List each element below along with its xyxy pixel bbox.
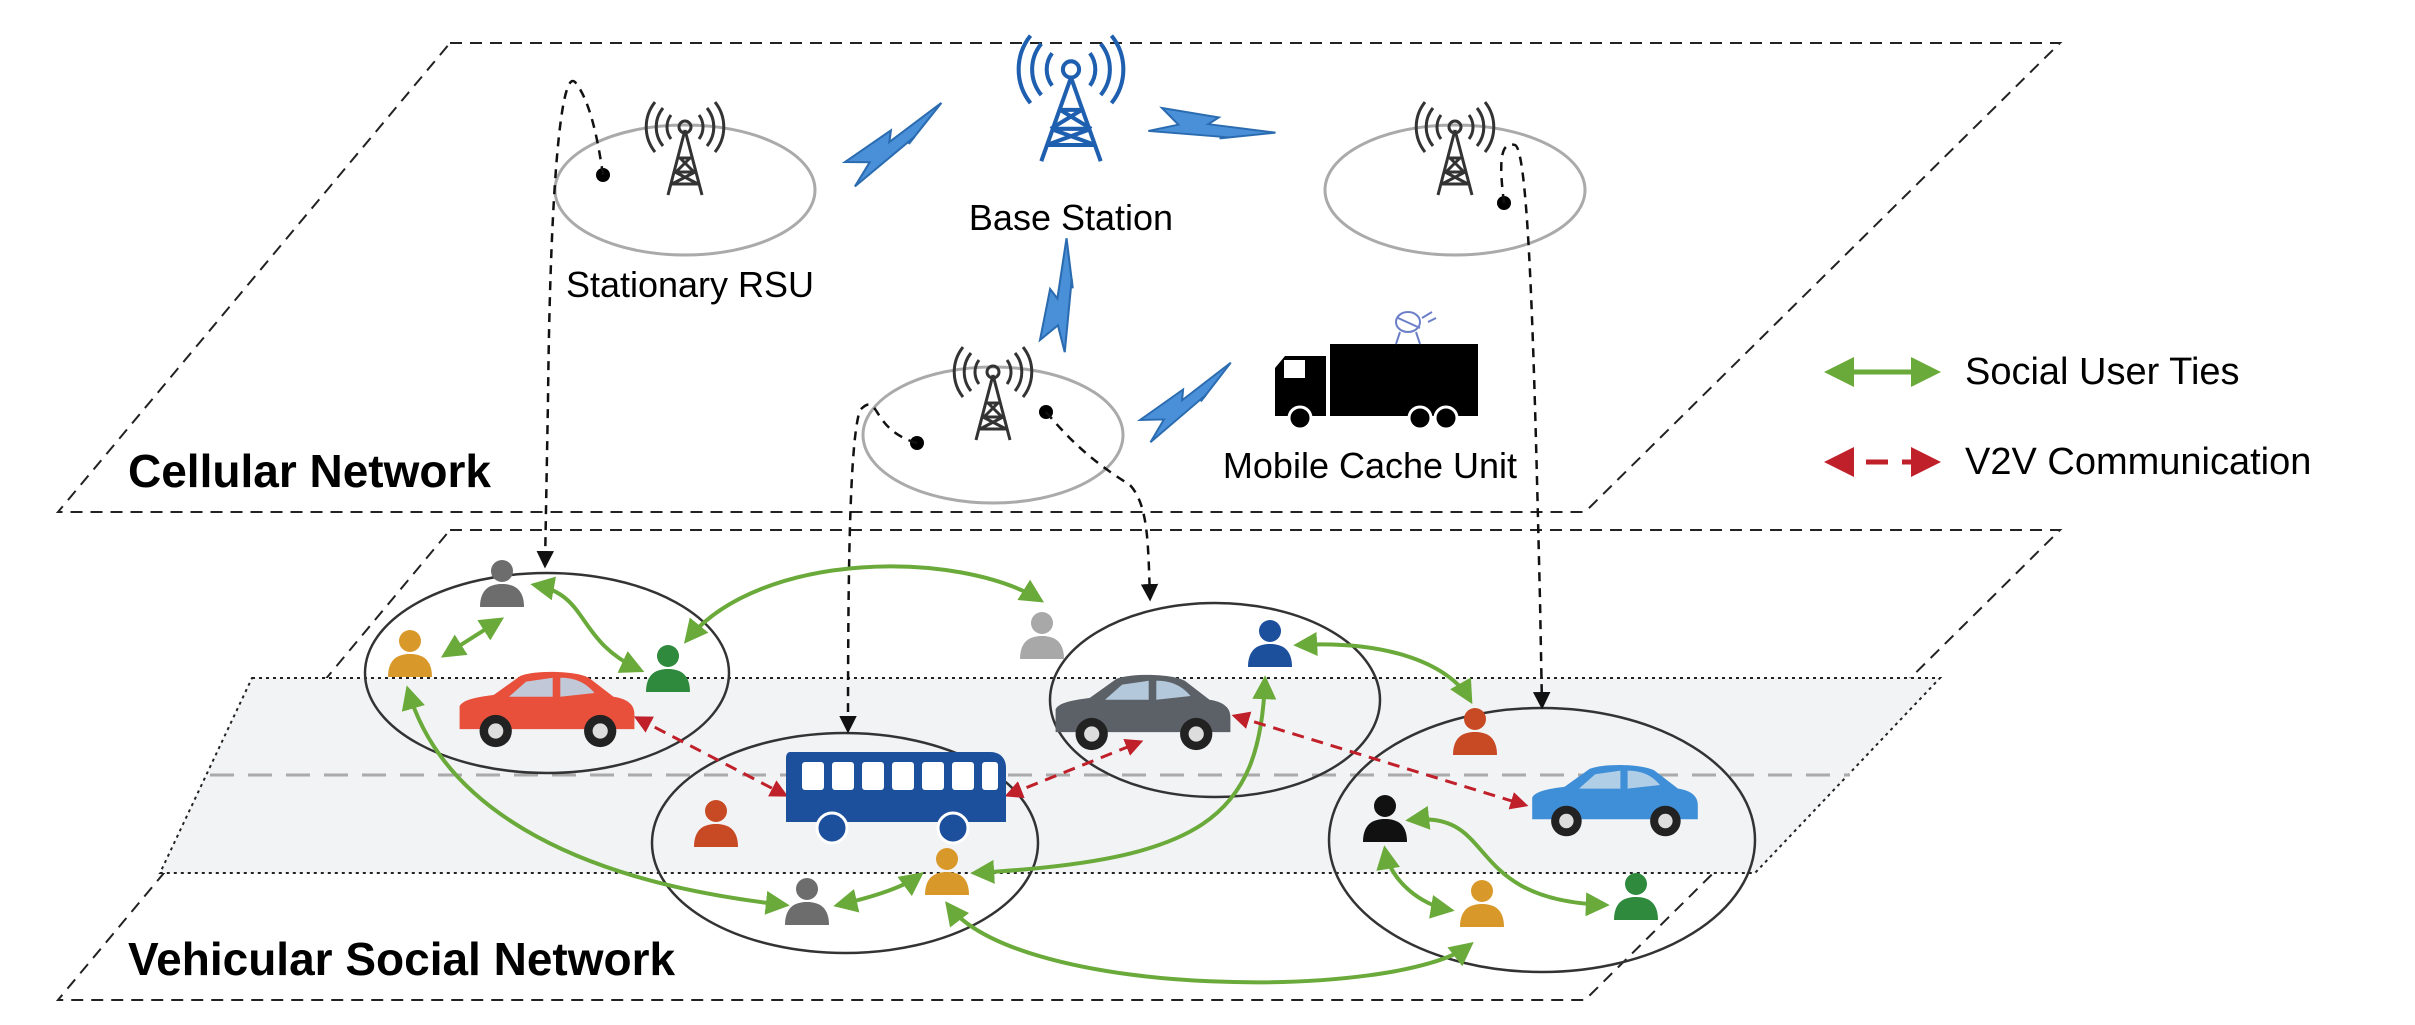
bus-icon bbox=[786, 752, 1006, 845]
stationary-rsu-label: Stationary RSU bbox=[566, 264, 814, 305]
social-ties bbox=[401, 564, 1610, 985]
truck-icon bbox=[1275, 311, 1478, 431]
user-icon bbox=[388, 630, 432, 677]
user-icon bbox=[646, 645, 690, 692]
legend-social-ties-label: Social User Ties bbox=[1965, 351, 2240, 393]
lightning-icon bbox=[1128, 361, 1253, 444]
rsu-right bbox=[1323, 100, 1587, 257]
satellite-dish-icon bbox=[1395, 311, 1437, 345]
wireless-links bbox=[833, 83, 1277, 444]
user-icon bbox=[785, 878, 829, 925]
base-station-tower bbox=[1016, 34, 1126, 162]
radio-tower-icon bbox=[644, 100, 726, 197]
radio-tower-icon bbox=[952, 345, 1034, 442]
base-station-label: Base Station bbox=[969, 197, 1173, 238]
user-icon bbox=[1020, 612, 1064, 659]
lightning-icon bbox=[833, 101, 963, 188]
lightning-icon bbox=[1014, 237, 1118, 354]
user-icon bbox=[480, 560, 524, 607]
radio-tower-icon bbox=[1414, 100, 1496, 197]
vehicular-network-title: Vehicular Social Network bbox=[128, 933, 676, 985]
legend-v2v-label: V2V Communication bbox=[1965, 441, 2311, 483]
cellular-plane bbox=[55, 42, 2063, 513]
legend: Social User Ties V2V Communication bbox=[1824, 351, 2311, 483]
user-icon bbox=[1614, 873, 1658, 920]
lightning-icon bbox=[1147, 83, 1277, 180]
cellular-network-title: Cellular Network bbox=[128, 445, 491, 497]
user-icon bbox=[1460, 880, 1504, 927]
rsu-center bbox=[861, 345, 1125, 505]
mobile-cache-unit-label: Mobile Cache Unit bbox=[1223, 445, 1517, 486]
user-icon bbox=[1248, 620, 1292, 667]
v2v-links bbox=[633, 711, 1529, 810]
